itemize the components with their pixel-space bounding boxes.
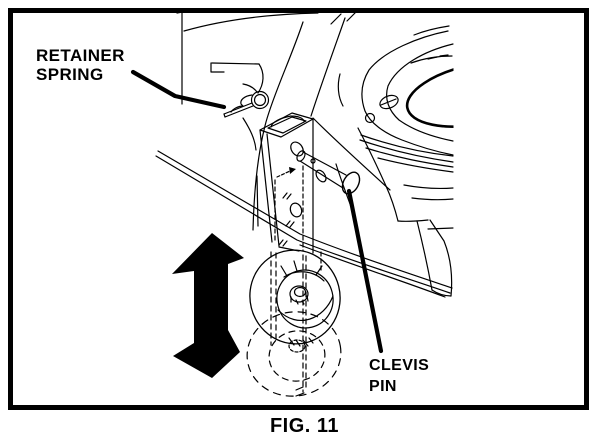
clevis-pin-label: CLEVIS PIN — [369, 355, 429, 397]
retainer-spring-label-line2: SPRING — [36, 65, 104, 84]
clevis-pin-label-line2: PIN — [369, 378, 397, 395]
retainer-spring-label-line1: RETAINER — [36, 46, 125, 65]
clevis-pin-label-line1: CLEVIS — [369, 357, 430, 374]
retainer-spring-leader-line — [130, 69, 227, 110]
clevis-pin-leader-line — [346, 188, 384, 354]
adjustment-bracket — [259, 112, 327, 397]
figure-frame — [8, 8, 589, 410]
figure-caption: FIG. 11 — [269, 415, 340, 437]
retainer-spring-label: RETAINER SPRING — [36, 46, 125, 84]
deck-outline — [155, 13, 454, 298]
up-down-arrow-icon — [172, 233, 244, 378]
retainer-spring-part — [223, 90, 270, 118]
clevis-pin-part — [296, 150, 361, 195]
gauge-wheel-ghost-position — [246, 311, 342, 397]
gauge-wheel — [249, 249, 341, 345]
